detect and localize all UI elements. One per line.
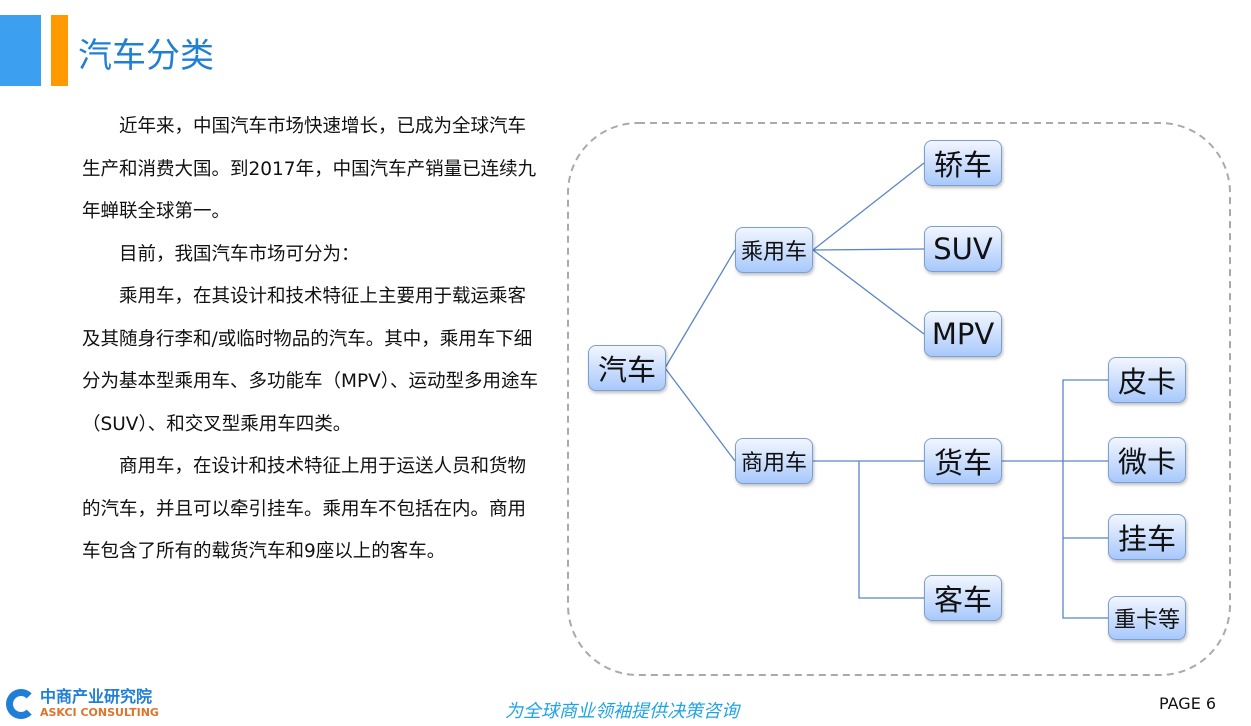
node-mpv: MPV bbox=[924, 311, 1002, 357]
connector bbox=[812, 162, 925, 251]
logo-icon bbox=[6, 688, 36, 719]
node-passenger-car: 乘用车 bbox=[735, 227, 813, 273]
connector bbox=[812, 248, 925, 251]
node-pickup: 皮卡 bbox=[1108, 357, 1186, 403]
paragraph: 近年来，中国汽车市场快速增长，已成为全球汽车生产和消费大国。到2017年，中国汽… bbox=[82, 116, 537, 222]
node-commercial-vehicle: 商用车 bbox=[735, 438, 813, 484]
node-bus: 客车 bbox=[924, 575, 1002, 621]
company-logo: 中商产业研究院 ASKCI CONSULTING bbox=[6, 688, 159, 719]
paragraph: 目前，我国汽车市场可分为： bbox=[119, 243, 360, 265]
body-text: 近年来，中国汽车市场快速增长，已成为全球汽车生产和消费大国。到2017年，中国汽… bbox=[82, 106, 544, 574]
connector bbox=[812, 249, 925, 335]
paragraph: 乘用车，在其设计和技术特征上主要用于载运乘客及其随身行李和/或临时物品的汽车。其… bbox=[82, 286, 539, 435]
connector bbox=[858, 461, 924, 599]
node-trailer: 挂车 bbox=[1108, 514, 1186, 560]
paragraph: 商用车，在设计和技术特征上用于运送人员和货物的汽车，并且可以牵引挂车。乘用车不包… bbox=[82, 456, 527, 562]
connector bbox=[1062, 379, 1108, 619]
accent-bar-orange bbox=[51, 15, 68, 86]
footer-slogan: 为全球商业领袖提供决策咨询 bbox=[505, 701, 739, 722]
connector bbox=[664, 249, 736, 369]
node-heavy-truck: 重卡等 bbox=[1108, 596, 1186, 640]
node-car: 汽车 bbox=[588, 345, 666, 391]
logo-cn: 中商产业研究院 bbox=[40, 687, 153, 706]
accent-bar-blue bbox=[0, 15, 41, 86]
node-mini-truck: 微卡 bbox=[1108, 437, 1186, 483]
node-suv: SUV bbox=[924, 226, 1002, 272]
page-number: PAGE 6 bbox=[1159, 694, 1217, 713]
node-sedan: 轿车 bbox=[924, 140, 1002, 186]
connector bbox=[664, 367, 736, 462]
page-title: 汽车分类 bbox=[78, 36, 214, 76]
node-truck: 货车 bbox=[924, 438, 1002, 484]
logo-en: ASKCI CONSULTING bbox=[40, 706, 159, 719]
